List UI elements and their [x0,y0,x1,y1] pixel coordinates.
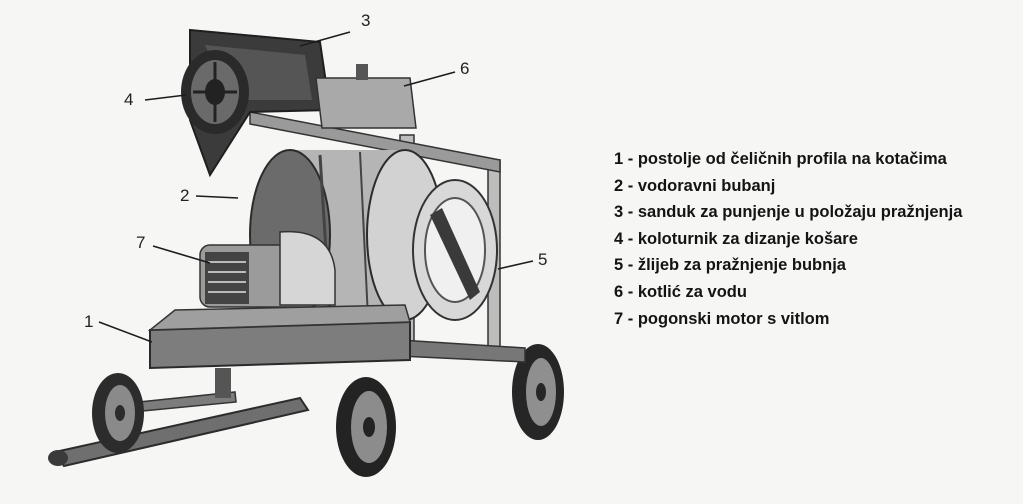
hoist-pulley [181,50,249,134]
legend-item: 5 - žlijeb za pražnjenje bubnja [614,256,846,275]
callout-6: 6 [460,59,470,78]
chassis-frame [147,304,411,398]
callout-4: 4 [124,90,134,109]
callout-3: 3 [361,11,371,30]
drive-motor [199,230,336,308]
wheel-rear-left [92,373,144,453]
legend-item: 2 - vodoravni bubanj [614,176,776,195]
wheel-front [336,377,396,477]
legend-item: 7 - pogonski motor s vitlom [614,309,830,328]
legend-item: 6 - kotlić za vodu [614,282,747,301]
callout-2: 2 [180,186,190,205]
wheel-rear-right [512,344,564,440]
water-tank [315,64,417,129]
callout-5: 5 [538,250,548,269]
discharge-chute [412,179,498,321]
callout-1: 1 [84,312,94,331]
tow-drawbar [48,391,310,468]
legend-item: 4 - koloturnik za dizanje košare [614,229,858,248]
callout-7: 7 [136,233,146,252]
concrete-mixer-illustration [48,28,564,477]
legend-item: 1 - postolje od čeličnih profila na kota… [614,150,947,168]
parts-legend: 1 - postolje od čeličnih profila na kota… [614,146,962,332]
legend-item: 3 - sanduk za punjenje u položaju pražnj… [614,203,963,222]
leader-lines [98,31,534,343]
